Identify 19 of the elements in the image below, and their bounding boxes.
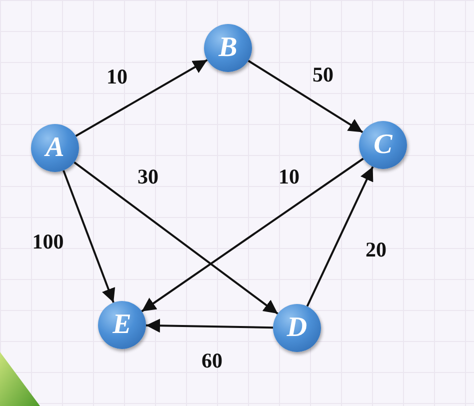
vertex-circle: E — [98, 301, 146, 349]
edge-label: 30 — [138, 164, 158, 190]
vertex-circle: B — [204, 24, 252, 72]
arrow — [146, 318, 274, 333]
edge-label: 50 — [312, 62, 334, 88]
arrow — [74, 162, 278, 314]
arrow — [248, 60, 364, 134]
arrow — [306, 166, 374, 307]
vertex-circle: A — [31, 124, 79, 172]
arrow — [75, 59, 208, 137]
edge-label: 10 — [278, 164, 300, 190]
arrow — [62, 170, 116, 303]
edge-label: 60 — [202, 348, 222, 374]
edge-label: 10 — [106, 64, 128, 90]
edge-label: 100 — [32, 230, 64, 254]
edge-label: 20 — [366, 238, 386, 262]
vertex-circle: D — [273, 304, 321, 352]
vertex-circle: C — [359, 121, 407, 169]
arrow — [141, 158, 364, 312]
